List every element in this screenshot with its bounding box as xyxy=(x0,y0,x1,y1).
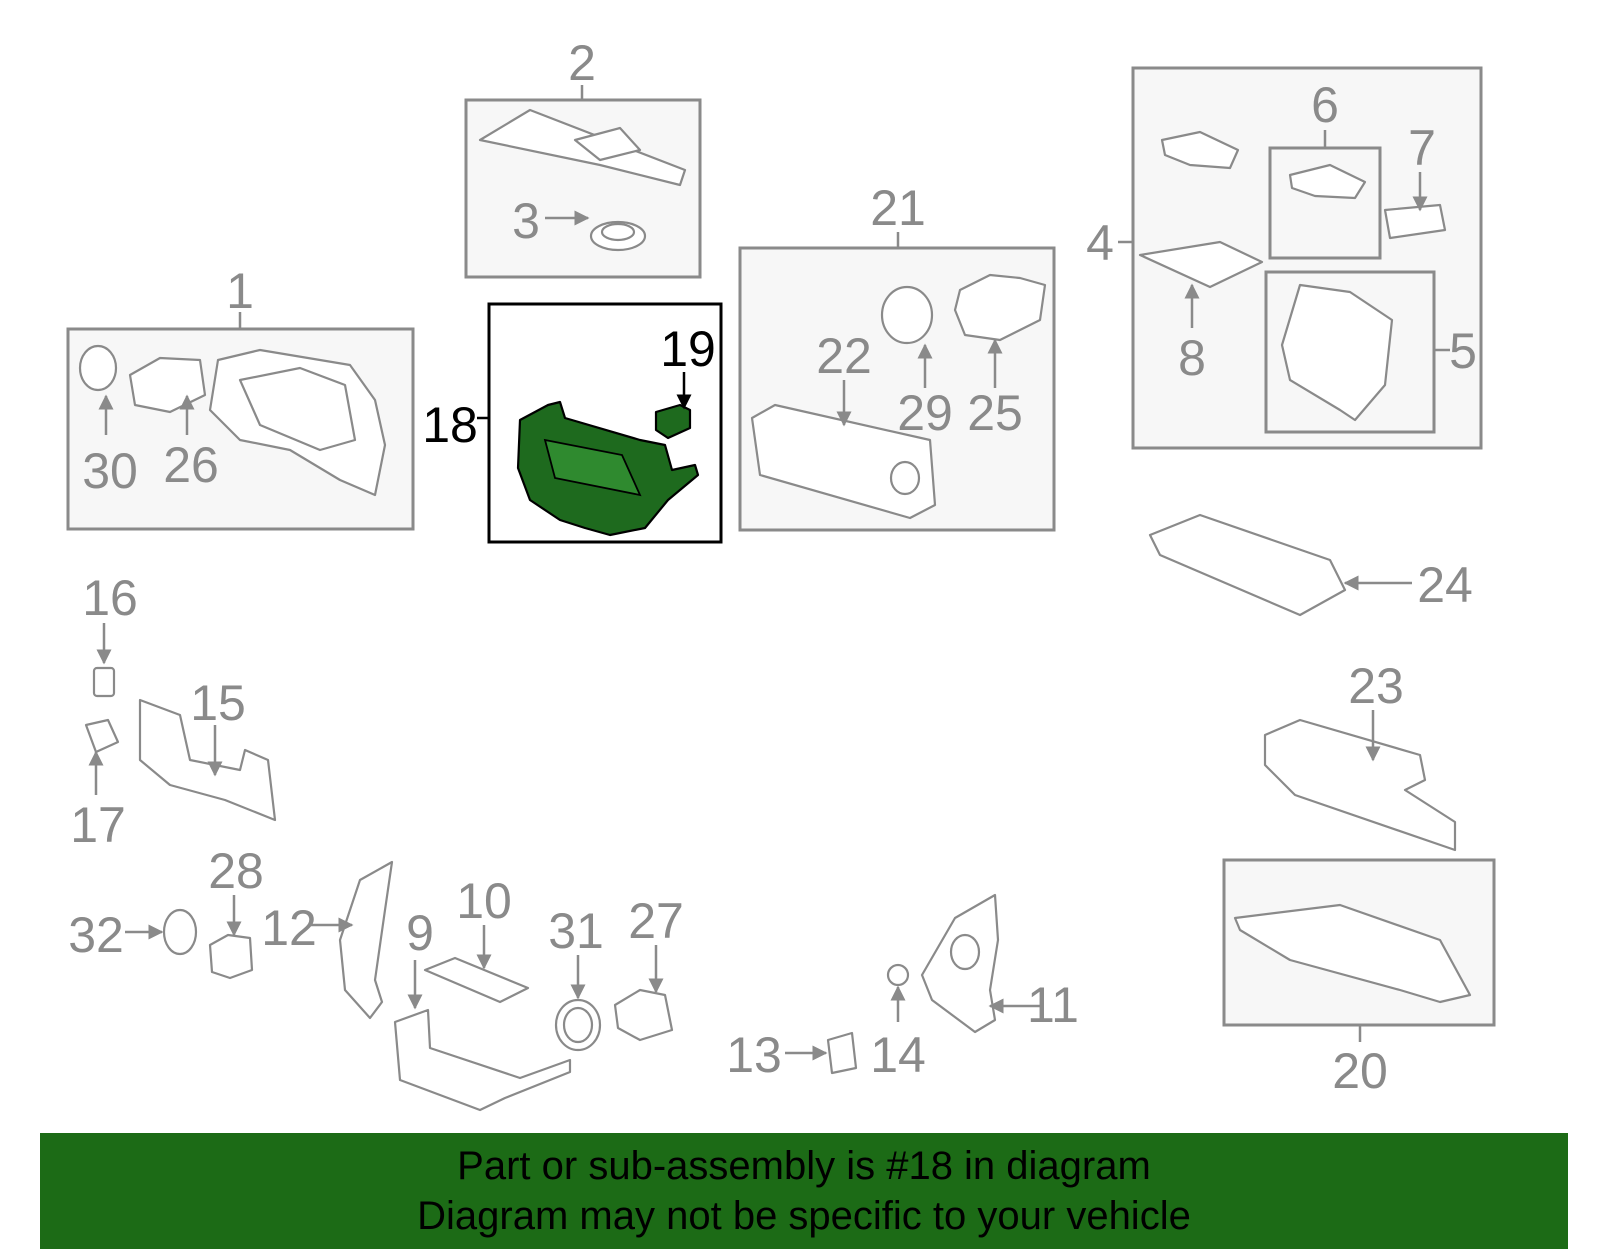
callout-25: 25 xyxy=(967,385,1023,441)
part-22-airbag xyxy=(750,403,937,520)
part-29-ring xyxy=(880,285,934,345)
part-23-bracket xyxy=(1263,718,1457,852)
callout-6: 6 xyxy=(1311,77,1339,133)
part-6-bracket xyxy=(1288,163,1367,200)
callout-11: 11 xyxy=(1027,977,1079,1033)
callout-26: 26 xyxy=(163,437,219,493)
callout-12: 12 xyxy=(261,900,317,956)
callout-2: 2 xyxy=(568,35,596,91)
callout-28: 28 xyxy=(208,843,264,899)
callout-4: 4 xyxy=(1086,215,1114,271)
callout-13: 13 xyxy=(726,1027,782,1083)
callout-8: 8 xyxy=(1178,330,1206,386)
callout-30: 30 xyxy=(82,443,138,499)
part-30-ring xyxy=(78,344,118,392)
banner-line-2: Diagram may not be specific to your vehi… xyxy=(417,1194,1191,1238)
part-17-clip xyxy=(84,718,120,754)
banner-line-1: Part or sub-assembly is #18 in diagram xyxy=(457,1144,1151,1188)
part-4-bracket xyxy=(1160,130,1240,170)
callout-32: 32 xyxy=(68,907,124,963)
callout-19: 19 xyxy=(660,321,716,377)
callout-20: 20 xyxy=(1332,1043,1388,1099)
callout-17: 17 xyxy=(70,797,126,853)
part-25-vent xyxy=(953,273,1047,342)
callout-10: 10 xyxy=(456,873,512,929)
part-20-glovebox xyxy=(1233,903,1472,1004)
callout-14: 14 xyxy=(870,1027,926,1083)
part-16-clip xyxy=(92,666,116,698)
callout-21: 21 xyxy=(870,180,926,236)
callout-29: 29 xyxy=(897,385,953,441)
callout-3: 3 xyxy=(512,193,540,249)
part-28-vent xyxy=(208,933,254,980)
part-9-bracket xyxy=(393,1008,572,1112)
part-10-panel xyxy=(423,956,530,1004)
info-banner: Part or sub-assembly is #18 in diagram D… xyxy=(40,1133,1568,1249)
callout-5: 5 xyxy=(1449,323,1477,379)
part-14-screw xyxy=(886,963,910,987)
group-box-6 xyxy=(1268,146,1382,260)
callout-24: 24 xyxy=(1417,557,1473,613)
part-24-panel xyxy=(1148,513,1347,617)
callout-1: 1 xyxy=(226,263,254,319)
part-27-vent xyxy=(613,988,674,1042)
callout-15: 15 xyxy=(190,675,246,731)
callout-23: 23 xyxy=(1348,658,1404,714)
part-13-clip xyxy=(826,1031,858,1075)
part-15-panel xyxy=(138,698,277,822)
callout-22: 22 xyxy=(816,328,872,384)
callout-16: 16 xyxy=(82,570,138,626)
callout-7: 7 xyxy=(1408,120,1436,176)
callout-9: 9 xyxy=(406,905,434,961)
part-2-cover xyxy=(478,108,687,187)
callout-18: 18 xyxy=(422,397,478,453)
callout-27: 27 xyxy=(628,893,684,949)
part-12-trim xyxy=(338,860,394,1020)
part-8-lid xyxy=(1138,240,1264,289)
part-32-ring xyxy=(162,908,198,956)
callout-31: 31 xyxy=(548,903,604,959)
part-5-panel xyxy=(1280,283,1394,422)
